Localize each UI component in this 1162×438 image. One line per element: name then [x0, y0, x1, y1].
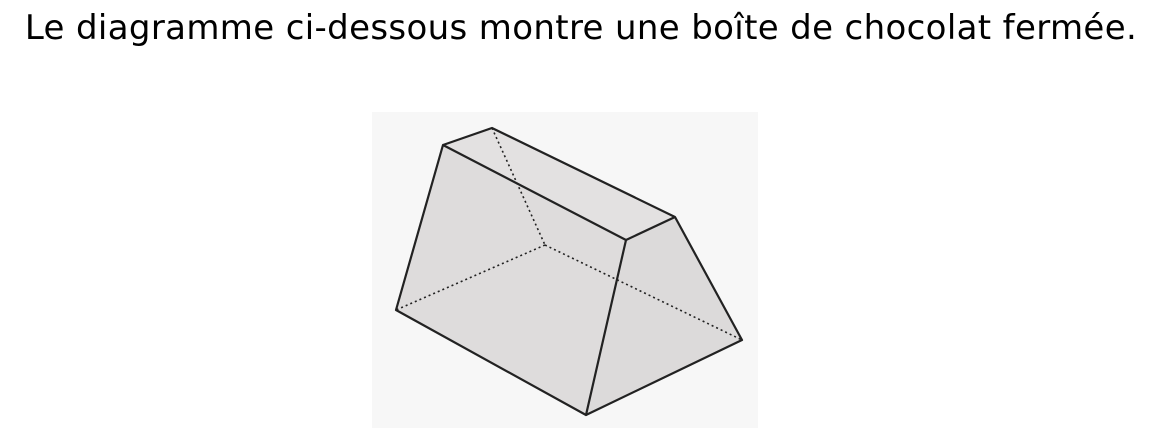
front-face: [396, 145, 626, 415]
hidden-edges: [395, 127, 743, 341]
chocolate-box-diagram: [370, 110, 760, 430]
question-statement: Le diagramme ci-dessous montre une boîte…: [24, 8, 1138, 48]
hidden-edge-base-back: [544, 244, 743, 341]
visible-edges: [394, 126, 744, 417]
top-front-edge: [625, 216, 676, 241]
right-face: [586, 217, 742, 415]
hidden-edge-back-slant: [491, 127, 546, 246]
hidden-edge-base-left: [395, 244, 546, 311]
top-face: [443, 128, 675, 240]
